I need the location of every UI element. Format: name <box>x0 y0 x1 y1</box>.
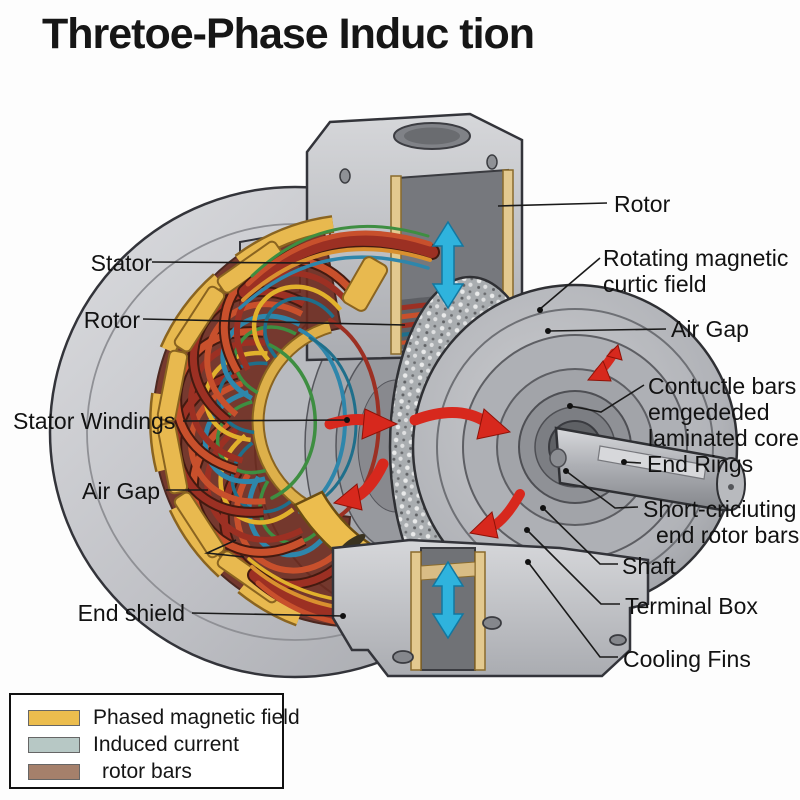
label-rotor-bars-3: laminated core <box>648 425 799 451</box>
legend-swatch-blue <box>28 736 80 753</box>
legend-label: Phased magnetic field <box>93 705 300 729</box>
label-rotor-right: Rotor <box>614 191 671 217</box>
legend-item-rotor-bars: rotor bars <box>28 758 282 785</box>
legend-item-induced-current: Induced current <box>28 731 282 758</box>
label-rotating-field-2: curtic field <box>603 271 707 297</box>
flux-arrow-icons-red <box>324 344 623 539</box>
callout-labels: Stator Rotor Stator Windings Air Gap End… <box>13 191 799 672</box>
legend-swatch-brown <box>28 763 80 780</box>
label-shaft: Shaft <box>622 553 676 579</box>
label-air-gap-left: Air Gap <box>82 478 160 504</box>
legend-item-phased-magnetic-field: Phased magnetic field <box>28 704 300 731</box>
legend: Phased magnetic field Induced current ro… <box>9 693 300 789</box>
label-rotor-left: Rotor <box>84 307 141 333</box>
legend-label: Induced current <box>93 732 239 756</box>
label-short-circuit-1: Short-criciuting <box>643 496 796 522</box>
label-end-rings: End Rings <box>647 451 753 477</box>
motor-base <box>331 538 650 678</box>
shaft-cylinder <box>549 426 746 512</box>
label-stator-left: Stator <box>91 250 153 276</box>
induced-current-arrow-icons-cyan <box>431 220 465 640</box>
label-rotor-bars-2: emgededed <box>648 399 770 425</box>
label-rotor-bars-1: Contuctle bars <box>648 373 796 399</box>
label-stator-windings: Stator Windings <box>13 408 175 434</box>
label-short-circuit-2: end rotor bars <box>656 522 799 548</box>
page-title: Thretoe-Phase Induc tion <box>42 10 535 58</box>
leader-dots <box>340 307 627 619</box>
label-terminal-box: Terminal Box <box>625 593 758 619</box>
label-end-shield: End shield <box>78 600 185 626</box>
label-cooling-fins: Cooling Fins <box>623 646 751 672</box>
label-air-gap-right: Air Gap <box>671 316 749 342</box>
label-rotating-field-1: Rotating magnetic <box>603 245 788 271</box>
leader-lines <box>142 202 667 658</box>
top-winding-bundle <box>237 224 440 310</box>
legend-label: rotor bars <box>102 759 192 783</box>
legend-swatch-yellow <box>28 709 80 726</box>
